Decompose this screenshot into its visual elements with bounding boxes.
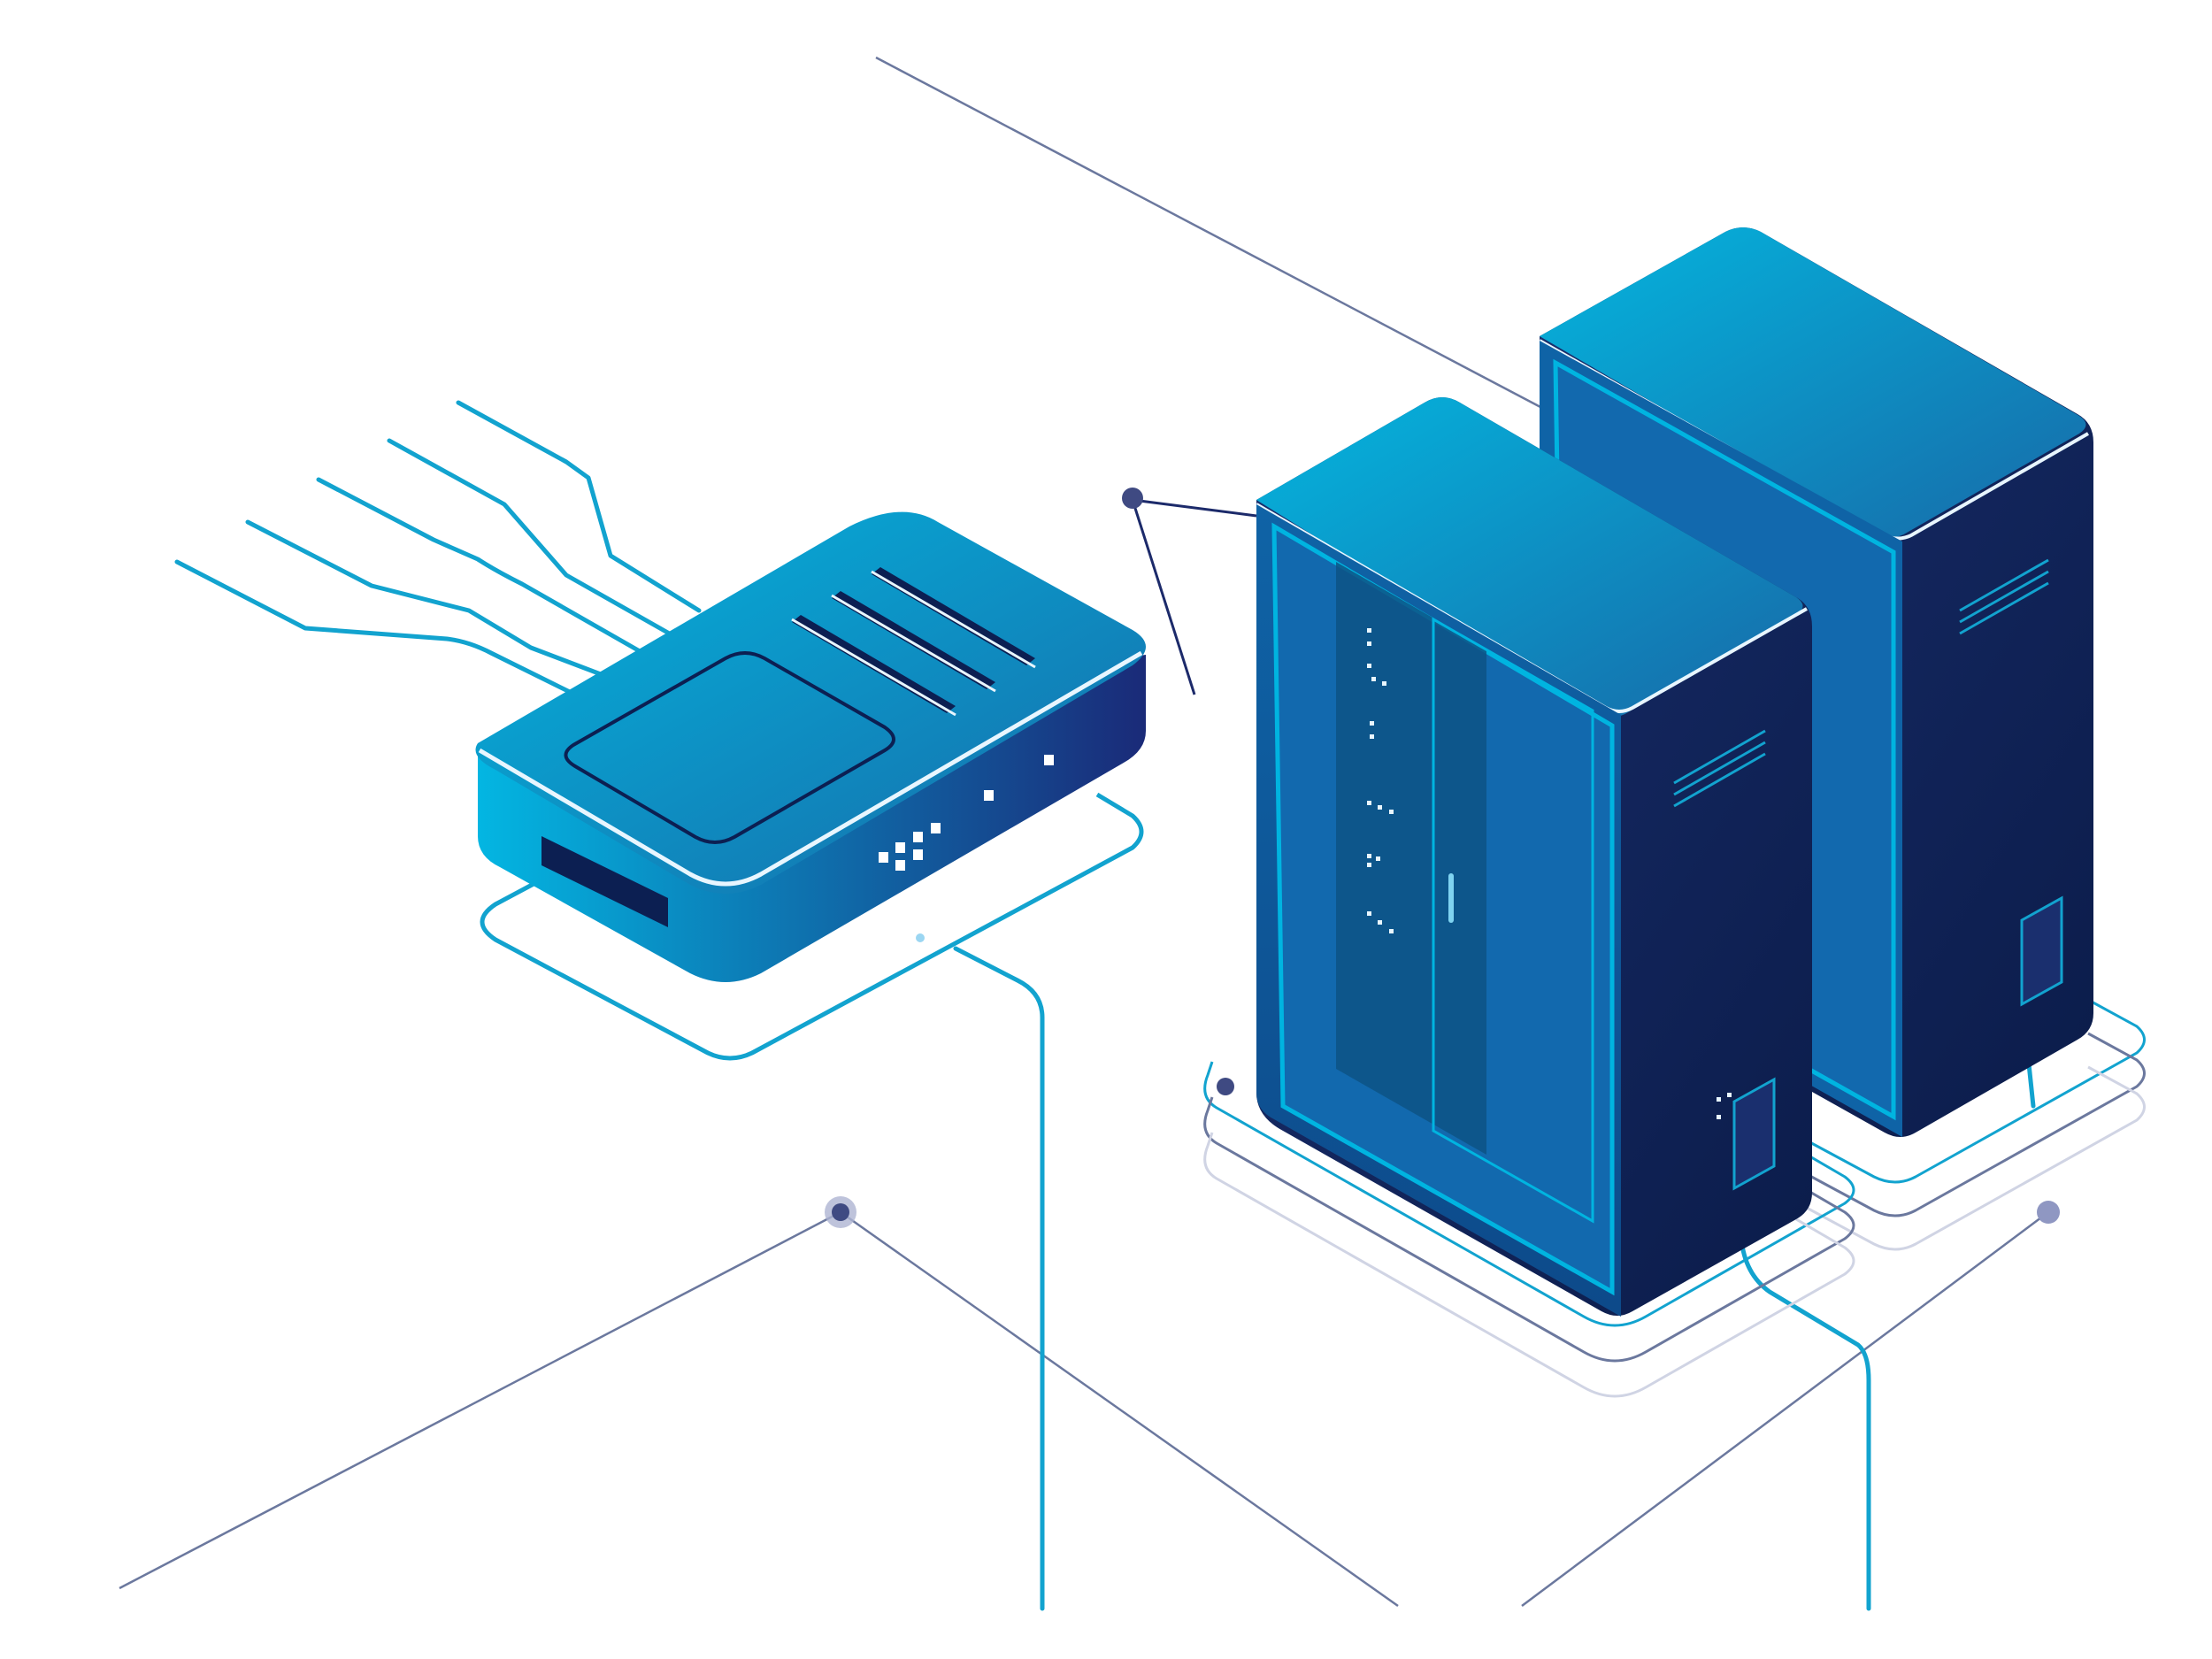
router-port-slot — [541, 836, 668, 927]
server-rack-front — [1255, 397, 1812, 1317]
background-lines — [119, 56, 2049, 1608]
rack-vents-front — [1673, 729, 1766, 808]
router-status-lights — [879, 755, 1054, 871]
network-router — [475, 511, 1146, 982]
server-platform-front — [1203, 1061, 1855, 1398]
router-platform — [480, 792, 1144, 1061]
router-vents — [791, 567, 1036, 717]
server-platform-back — [1804, 998, 2146, 1251]
network-cables — [174, 400, 2036, 1611]
rack-indicator-dots — [1367, 628, 1394, 933]
rack-vents-back — [1959, 558, 2049, 635]
